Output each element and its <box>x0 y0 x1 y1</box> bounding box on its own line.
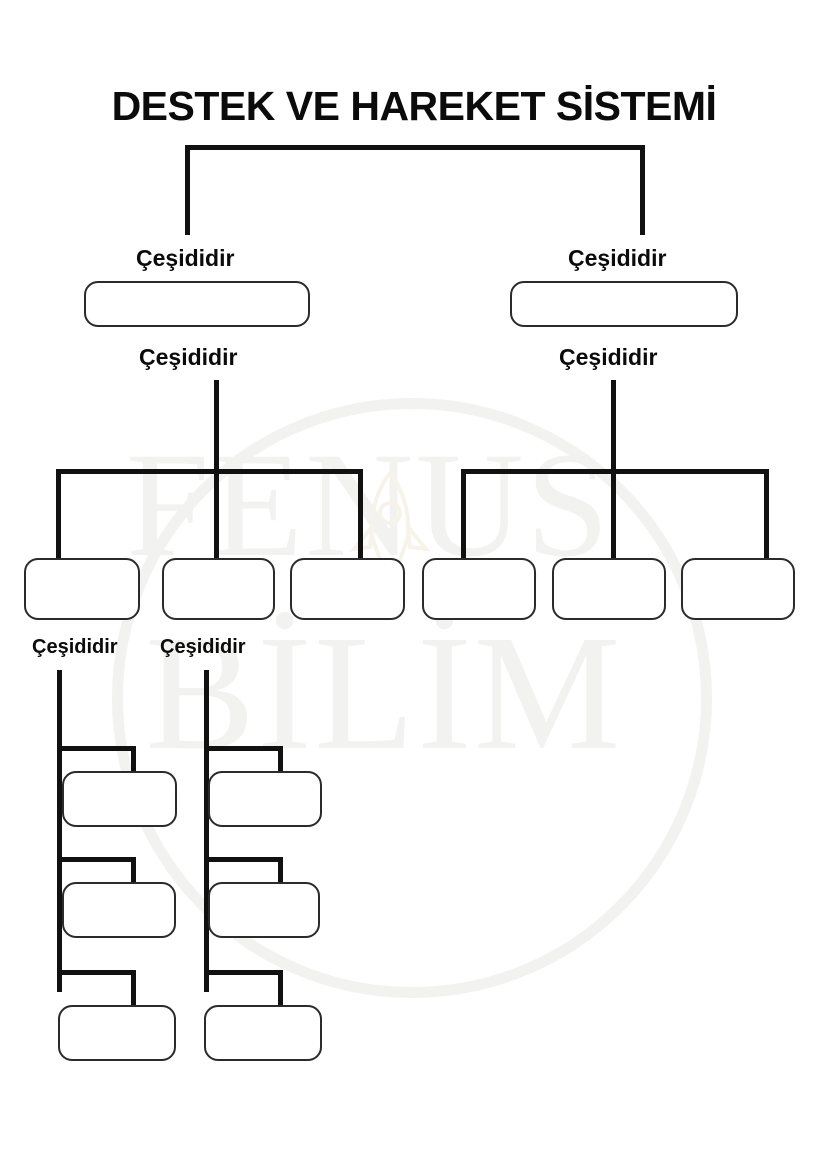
node-level1-right[interactable] <box>510 281 738 327</box>
node-level2-1[interactable] <box>24 558 140 620</box>
node-col1-3[interactable] <box>58 1005 176 1061</box>
label-level2-right: Çeşididir <box>559 344 658 370</box>
connector-root-to-right <box>640 145 645 235</box>
connector-left-stem <box>214 380 219 472</box>
watermark-circle <box>112 398 712 998</box>
connector-col1-branch1-horizontal <box>57 746 136 751</box>
node-level2-4[interactable] <box>422 558 536 620</box>
node-col1-2[interactable] <box>62 882 176 938</box>
node-col1-1[interactable] <box>62 771 177 827</box>
connector-left-group-branch-1 <box>56 469 61 562</box>
connector-right-group-branch-1 <box>461 469 466 562</box>
connector-col1-spine <box>57 670 62 992</box>
connector-left-group-branch-3 <box>358 469 363 562</box>
connector-col2-branch1-horizontal <box>204 746 283 751</box>
node-level2-2[interactable] <box>162 558 275 620</box>
label-level3-col2: Çeşididir <box>160 636 246 658</box>
node-col2-1[interactable] <box>208 771 322 827</box>
label-level1-right: Çeşididir <box>568 245 667 271</box>
connector-col1-branch3-horizontal <box>57 970 136 975</box>
connector-left-group-bar <box>56 469 363 474</box>
connector-col2-branch3-drop <box>278 970 283 1007</box>
label-level2-left: Çeşididir <box>139 344 238 370</box>
node-level1-left[interactable] <box>84 281 310 327</box>
connector-col1-branch3-drop <box>131 970 136 1007</box>
node-level2-3[interactable] <box>290 558 405 620</box>
connector-left-group-branch-2 <box>214 469 219 562</box>
page-title: DESTEK VE HAREKET SİSTEMİ <box>111 83 717 129</box>
label-level3-col1: Çeşididir <box>32 636 118 658</box>
connector-root-horizontal <box>185 145 645 150</box>
connector-right-group-branch-2 <box>611 469 616 562</box>
connector-col1-branch2-horizontal <box>57 857 136 862</box>
connector-col2-branch2-drop <box>278 857 283 884</box>
node-col2-2[interactable] <box>208 882 320 938</box>
connector-col2-branch2-horizontal <box>204 857 283 862</box>
label-level1-left: Çeşididir <box>136 245 235 271</box>
connector-root-to-left <box>185 145 190 235</box>
node-level2-5[interactable] <box>552 558 666 620</box>
connector-col2-spine <box>204 670 209 992</box>
connector-col2-branch1-drop <box>278 746 283 773</box>
connector-right-stem <box>611 380 616 472</box>
node-col2-3[interactable] <box>204 1005 322 1061</box>
connector-right-group-branch-3 <box>764 469 769 562</box>
connector-col2-branch3-horizontal <box>204 970 283 975</box>
connector-col1-branch2-drop <box>131 857 136 884</box>
node-level2-6[interactable] <box>681 558 795 620</box>
connector-col1-branch1-drop <box>131 746 136 773</box>
